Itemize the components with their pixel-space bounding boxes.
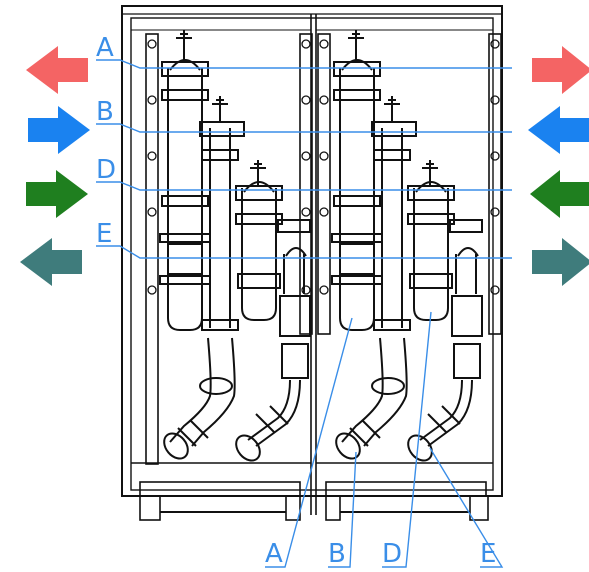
flow-arrows-left [20,46,90,286]
pipe-module-right [330,29,483,467]
label-a-left: A [96,33,114,63]
pipe-module-left [159,30,311,462]
label-a-bottom: A [265,539,283,569]
arrow-e-left [20,238,82,286]
leader-lines [96,59,512,568]
rail-left-module [145,33,502,465]
label-b-bottom: B [328,539,346,569]
arrow-d-right [530,170,589,218]
arrow-b-right [528,106,589,154]
labels-bottom: A B D E [265,539,496,569]
label-d-left: D [96,155,116,185]
flow-arrows-right [528,46,589,286]
labels-left: A B D E [96,33,116,249]
arrow-e-right [532,238,589,286]
label-e-bottom: E [480,539,496,569]
arrow-d-left [26,170,88,218]
label-d-bottom: D [382,539,402,569]
arrow-a-left [26,46,88,94]
rail-bolts [147,39,500,295]
label-e-left: E [96,219,112,249]
label-b-left: B [96,97,114,127]
arrow-b-left [28,106,90,154]
cabinet-frame [121,5,503,521]
arrow-a-right [532,46,589,94]
